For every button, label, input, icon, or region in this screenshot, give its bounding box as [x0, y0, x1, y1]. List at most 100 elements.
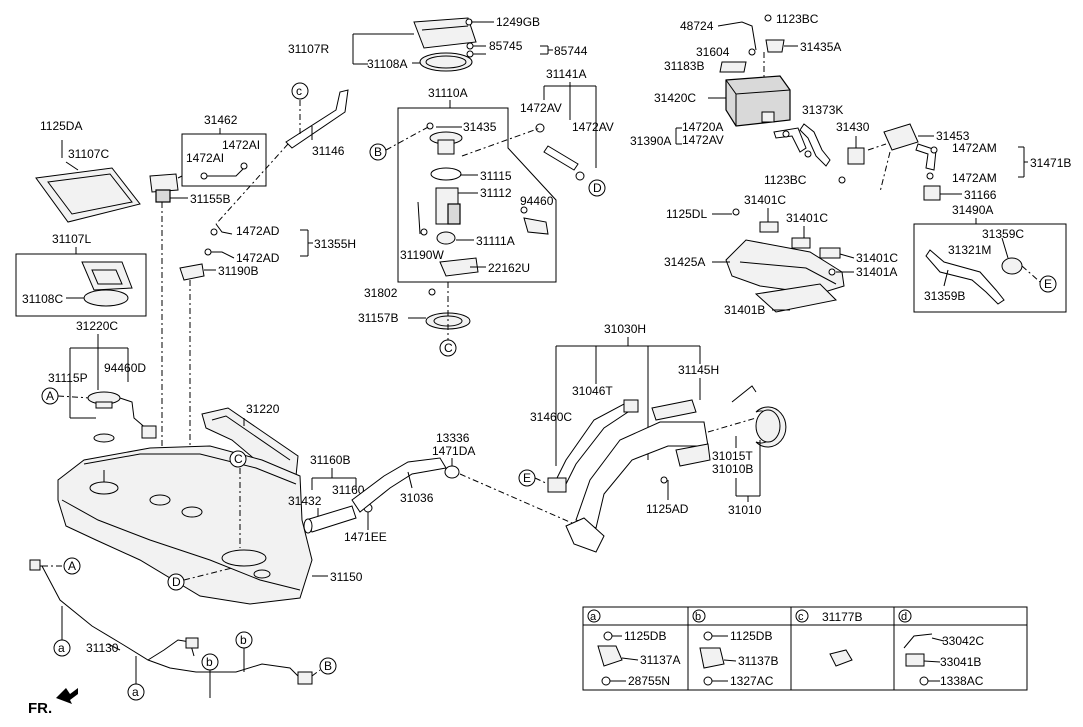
- cover-plate-31107L: [81, 261, 133, 291]
- label-31490A: 31490A: [952, 203, 993, 217]
- label-31107L: 31107L: [52, 232, 91, 246]
- gasket-31108C: [83, 289, 129, 307]
- callout-D-hose: [588, 179, 606, 197]
- box-31107L: [15, 253, 147, 317]
- vent-pipe-31146: [285, 89, 349, 149]
- label-31604: 31604: [696, 45, 730, 59]
- relay-33041B: [905, 653, 925, 667]
- label-1471DA: 1471DA: [432, 444, 475, 458]
- cover-plate: [413, 17, 477, 49]
- label-31155B: 31155B: [190, 192, 230, 206]
- label-31471B: 31471B: [1030, 156, 1071, 170]
- label-31115: 31115: [480, 169, 512, 183]
- label-1249GB: 1249GB: [496, 15, 540, 29]
- label-94460: 94460: [520, 194, 554, 208]
- legend-d-part-2: 33041B: [940, 655, 981, 669]
- label-85745: 85745: [489, 39, 523, 53]
- label-31107R: 31107R: [288, 42, 329, 56]
- bracket-31435A: [765, 39, 785, 53]
- callout-E-canister-text: E: [1044, 277, 1052, 291]
- label-1472AV-b: 1472AV: [572, 120, 614, 134]
- label-1472AM-b: 1472AM: [952, 171, 997, 185]
- legend-key-b-text: b: [695, 611, 701, 623]
- legend-a-part-2: 31137A: [640, 653, 680, 667]
- label-31190W: 31190W: [400, 248, 444, 262]
- legend-key-b: [692, 609, 706, 623]
- wiring-harness-31130: [36, 565, 301, 679]
- label-1125DL: 1125DL: [666, 207, 707, 221]
- label-31111A: 31111A: [476, 234, 515, 248]
- label-13336: 13336: [436, 431, 470, 445]
- callout-D-hose-text: D: [593, 181, 602, 195]
- label-31146: 31146: [312, 144, 345, 158]
- label-31435: 31435: [463, 120, 497, 134]
- callout-b-harness-1: [201, 653, 219, 671]
- legend-key-c: [795, 609, 809, 623]
- clip-31137A: [597, 645, 623, 667]
- label-31359B: 31359B: [924, 289, 965, 303]
- label-31190B: 31190B: [218, 264, 258, 278]
- label-31107C: 31107C: [68, 147, 109, 161]
- label-31166: 31166: [964, 188, 997, 202]
- filler-hose-31036: [351, 457, 447, 513]
- callout-C-tank-text: C: [234, 452, 243, 466]
- vent-valve-31155B: [149, 173, 179, 193]
- bracket-31166: [923, 185, 941, 201]
- label-1471EE: 1471EE: [344, 530, 387, 544]
- legend-b-part-1: 1125DB: [730, 629, 772, 643]
- legend-d-part-3: 1338AC: [940, 674, 984, 688]
- callout-a-harness-1-text: a: [58, 641, 65, 655]
- callout-B-pump: [369, 143, 387, 161]
- label-31108A: 31108A: [367, 57, 407, 71]
- label-31359C: 31359C: [982, 227, 1024, 241]
- legend-b-part-2: 31137B: [738, 654, 778, 668]
- callout-E-canister: [1039, 275, 1057, 293]
- label-1472AV-c: 1472AV: [682, 133, 724, 147]
- clip-31177B: [829, 649, 853, 667]
- label-31145H: 31145H: [678, 363, 719, 377]
- label-1123BC-b: 1123BC: [764, 173, 807, 187]
- fuel-tank-31150: [57, 445, 313, 605]
- label-31401C-c: 31401C: [856, 251, 898, 265]
- label-1125AD: 1125AD: [646, 502, 689, 516]
- tank-cover-plate-31107C: [35, 167, 141, 223]
- rollover-valve-31190B: [179, 263, 205, 281]
- callout-A-sender-text: A: [46, 389, 54, 403]
- label-31435A: 31435A: [800, 40, 841, 54]
- label-1472AD-b: 1472AD: [236, 251, 280, 265]
- label-31425A: 31425A: [664, 255, 705, 269]
- filler-connector-hose: [305, 505, 357, 533]
- label-31390A: 31390A: [630, 134, 671, 148]
- label-31401C-a: 31401C: [744, 193, 786, 207]
- label-31010: 31010: [728, 503, 762, 517]
- legend-key-c-text: c: [798, 611, 804, 623]
- label-85744: 85744: [554, 44, 588, 58]
- pump-module-box: [397, 107, 557, 283]
- label-31802: 31802: [364, 286, 398, 300]
- sender-gasket: [93, 433, 115, 443]
- legend-a-part-1: 1125DB: [624, 629, 666, 643]
- front-arrow-icon: [56, 688, 78, 704]
- label-31130: 31130: [86, 641, 119, 655]
- legend-a-part-3: 28755N: [628, 674, 670, 688]
- label-31036: 31036: [400, 491, 434, 505]
- label-31108C: 31108C: [22, 292, 63, 306]
- callout-c-vent: [291, 82, 309, 100]
- callout-a-harness-2: [127, 683, 145, 701]
- box-31490A: [913, 223, 1067, 313]
- label-31160B: 31160B: [310, 453, 350, 467]
- label-14720A: 14720A: [682, 120, 723, 134]
- label-31141A: 31141A: [546, 67, 586, 81]
- label-31432: 31432: [288, 494, 322, 508]
- callout-a-harness-1: [53, 639, 71, 657]
- callout-c-vent-text: c: [296, 84, 302, 98]
- vapor-hose: [543, 145, 579, 171]
- cover-plate-group: [352, 17, 553, 72]
- legend-key-d-text: d: [901, 611, 907, 623]
- legend-b-part-3: 1327AC: [730, 674, 774, 688]
- label-1472AI-a: 1472AI: [222, 138, 260, 152]
- label-31401A: 31401A: [856, 265, 897, 279]
- callout-C-ring: [439, 339, 457, 357]
- label-31030H: 31030H: [604, 322, 646, 336]
- label-48724: 48724: [680, 19, 714, 33]
